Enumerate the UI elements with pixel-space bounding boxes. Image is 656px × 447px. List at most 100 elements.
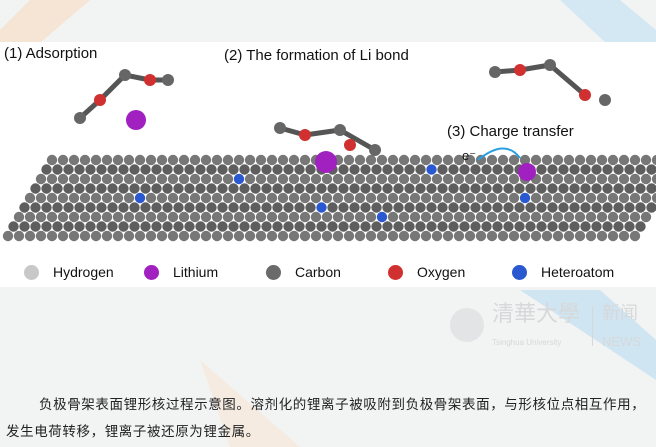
- carbon-atom: [107, 221, 118, 232]
- carbon-atom: [580, 183, 591, 194]
- carbon-atom: [35, 173, 47, 185]
- carbon-atom: [156, 230, 168, 242]
- carbon-atom: [332, 192, 344, 204]
- carbon-atom: [569, 183, 580, 194]
- carbon-atom: [272, 183, 283, 194]
- carbon-atom: [437, 183, 448, 194]
- heteroatom: [519, 192, 531, 204]
- carbon-atom: [217, 183, 228, 194]
- carbon-atom: [178, 211, 190, 223]
- carbon-atom: [409, 154, 421, 166]
- carbon-atom: [409, 192, 421, 204]
- carbon-atom: [68, 173, 80, 185]
- carbon-atom: [602, 221, 613, 232]
- carbon-atom: [563, 230, 575, 242]
- carbon-atom: [420, 173, 432, 185]
- carbon-atom: [107, 202, 118, 213]
- legend-label: Oxygen: [417, 264, 466, 280]
- carbon-atom: [90, 154, 102, 166]
- legend-carbon: Carbon: [266, 264, 341, 280]
- carbon-atom: [173, 183, 184, 194]
- electron-transfer-arrow: [477, 147, 521, 161]
- carbon-atom: [200, 211, 212, 223]
- carbon-atom: [596, 154, 608, 166]
- carbon-atom: [321, 230, 333, 242]
- carbon-atom: [349, 202, 360, 213]
- carbon-atom: [299, 154, 311, 166]
- label-electron: e⁻: [462, 148, 477, 163]
- carbon-atom: [547, 202, 558, 213]
- carbon-atom: [244, 154, 256, 166]
- carbon-atom: [305, 202, 316, 213]
- dme-molecule-adsorption: [74, 69, 174, 130]
- carbon-atom: [646, 183, 656, 194]
- carbon-atom: [266, 211, 278, 223]
- carbon-atom: [371, 164, 382, 175]
- carbon-atom: [591, 183, 602, 194]
- carbon-atom: [387, 173, 399, 185]
- carbon-atom: [354, 154, 366, 166]
- lithium-dot-icon: [144, 264, 159, 280]
- carbon-atom: [195, 164, 206, 175]
- carbon-atom: [277, 230, 289, 242]
- carbon-atom: [437, 164, 448, 175]
- carbon-atom: [547, 164, 558, 175]
- carbon-atom: [195, 221, 206, 232]
- carbon-atom: [8, 221, 19, 232]
- carbon-atom: [613, 164, 624, 175]
- carbon-atom: [134, 154, 146, 166]
- carbon-atom: [189, 192, 201, 204]
- carbon-atom: [635, 164, 646, 175]
- carbon-atom: [255, 154, 267, 166]
- carbon-atom: [530, 154, 542, 166]
- carbon-atom: [404, 202, 415, 213]
- carbon-atom: [629, 230, 641, 242]
- carbon-atom: [624, 164, 635, 175]
- carbon-atom: [569, 202, 580, 213]
- carbon-atom: [134, 230, 146, 242]
- carbon-atom: [569, 221, 580, 232]
- carbon-atom: [266, 192, 278, 204]
- carbon-atom: [283, 221, 294, 232]
- carbon-atom: [453, 173, 465, 185]
- carbon-atom: [486, 211, 498, 223]
- carbon-atom: [134, 211, 146, 223]
- carbon-atom: [624, 202, 635, 213]
- carbon-atom: [222, 230, 234, 242]
- carbon-atom: [607, 211, 619, 223]
- carbon-atom: [481, 183, 492, 194]
- lithium-atom: [518, 163, 536, 181]
- carbon-atom: [618, 192, 630, 204]
- carbon-atom: [211, 173, 223, 185]
- carbon-atom: [558, 183, 569, 194]
- carbon-atom: [2, 230, 14, 242]
- carbon-atom: [74, 221, 85, 232]
- carbon-atom: [552, 211, 564, 223]
- carbon-atom: [574, 173, 586, 185]
- carbon-atom: [387, 211, 399, 223]
- carbon-atom: [602, 183, 613, 194]
- carbon-atom: [145, 173, 157, 185]
- carbon-atom: [354, 192, 366, 204]
- carbon-atom: [393, 221, 404, 232]
- carbon-atom: [30, 183, 41, 194]
- carbon-atom: [651, 192, 656, 204]
- carbon-atom: [541, 173, 553, 185]
- carbon-atom: [442, 230, 454, 242]
- carbon-atom: [63, 221, 74, 232]
- carbon-atom: [514, 183, 525, 194]
- carbon-atom: [228, 164, 239, 175]
- carbon-atom: [288, 192, 300, 204]
- carbon-atom: [68, 230, 80, 242]
- carbon-atom: [536, 221, 547, 232]
- carbon-atom: [431, 154, 443, 166]
- carbon-atom: [206, 221, 217, 232]
- carbon-atom: [360, 221, 371, 232]
- carbon-atom: [305, 183, 316, 194]
- carbon-atom: [629, 211, 641, 223]
- carbon-atom: [409, 211, 421, 223]
- carbon-atom: [525, 202, 536, 213]
- carbon-atom: [200, 173, 212, 185]
- carbon-atom: [35, 211, 47, 223]
- label-charge-transfer: (3) Charge transfer: [447, 123, 574, 140]
